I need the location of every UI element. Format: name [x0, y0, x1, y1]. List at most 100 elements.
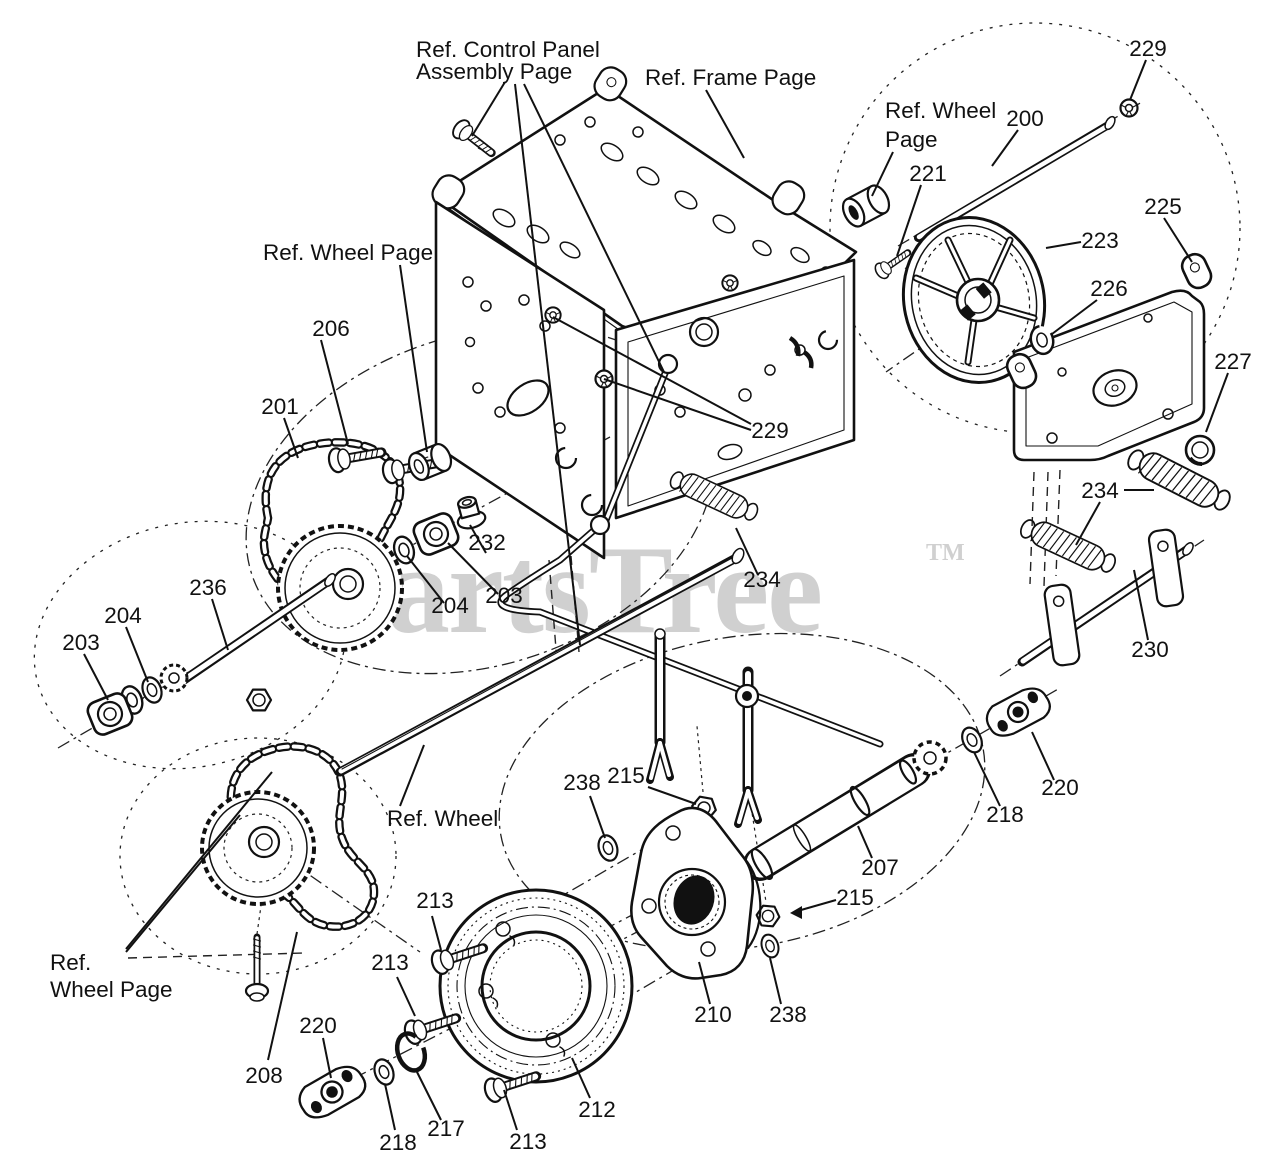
frame-left-holes [462, 276, 604, 517]
leader-line [399, 744, 425, 807]
part-label: 229 [751, 418, 789, 443]
part-label: 213 [416, 888, 454, 913]
part-label: 220 [299, 1013, 337, 1038]
leader-line [267, 931, 298, 1061]
shaft-236 [179, 573, 336, 685]
shaft-200 [914, 115, 1116, 242]
leader-line [1129, 59, 1147, 101]
leader-line [320, 339, 349, 445]
part-label: 217 [427, 1116, 465, 1141]
part-label: 225 [1144, 194, 1182, 219]
leader-line [1051, 299, 1098, 335]
arrowhead-215 [790, 906, 802, 919]
part-label: 203 [485, 583, 523, 608]
hook-tab-left [1005, 352, 1038, 390]
leader-line [1133, 569, 1149, 641]
leader-line [447, 542, 499, 595]
part-label: 238 [563, 770, 601, 795]
bracket-225 [1005, 252, 1213, 462]
leader-line [1205, 372, 1229, 433]
part-label: 213 [509, 1129, 547, 1154]
flange-nut-227 [1184, 434, 1216, 466]
part-label: Assembly Page [416, 59, 572, 84]
leader-line [471, 81, 506, 137]
leader-line [503, 1089, 518, 1131]
part-label: 208 [245, 1063, 283, 1088]
part-label: 234 [743, 567, 781, 592]
part-label: 204 [104, 603, 142, 628]
bushing-top-right [841, 184, 891, 228]
leader-lines [83, 59, 1229, 1131]
leader-line [705, 89, 745, 159]
part-label: 218 [379, 1130, 417, 1155]
small-sprocket [159, 663, 189, 693]
leader-line [125, 814, 241, 953]
leader-line [793, 899, 837, 913]
leader-line [431, 915, 442, 951]
part-label: 223 [1081, 228, 1119, 253]
leader-line [871, 151, 894, 197]
leader-line [589, 795, 606, 839]
leader-line [857, 825, 873, 859]
part-label: 213 [371, 950, 409, 975]
leader-line [469, 524, 487, 554]
leader-line [552, 316, 752, 425]
washer-226 [1029, 324, 1055, 356]
hook-tab-right [1180, 252, 1213, 290]
part-label: Page [885, 127, 938, 152]
leader-line [514, 83, 581, 646]
watermark-tm: TM [926, 540, 965, 566]
bushing-ref-wheel [407, 442, 453, 482]
part-label: Ref. Wheel [885, 98, 996, 123]
leader-line [1045, 241, 1082, 249]
bearing-housing-210 [629, 806, 762, 980]
retaining-ring-217 [394, 1031, 428, 1073]
part-label: 210 [694, 1002, 732, 1027]
leader-line [399, 264, 428, 453]
leader-line [83, 653, 109, 701]
frame-right-panel [614, 258, 856, 520]
leader-line [415, 1069, 442, 1121]
shift-fork [646, 628, 762, 828]
leader-line [647, 786, 697, 805]
push-nut-229-c [721, 274, 739, 292]
part-label: Ref. Control Panel [416, 37, 600, 62]
frame-left-panel [434, 200, 606, 560]
part-label: 234 [1081, 478, 1119, 503]
push-nut-229-top-right [1119, 98, 1139, 118]
leader-line [211, 598, 229, 651]
sprocket-236 [276, 524, 404, 652]
part-label: 207 [861, 855, 899, 880]
leader-line [322, 1037, 332, 1079]
part-label: Ref. Wheel Page [263, 240, 433, 265]
part-label: 238 [769, 1002, 807, 1027]
leader-line [1163, 217, 1193, 263]
part-label: 229 [1129, 36, 1167, 61]
part-label: 215 [836, 885, 874, 910]
leader-line [125, 626, 149, 683]
leader-line [698, 961, 711, 1005]
carriage-bolt-208 [244, 933, 270, 1002]
part-label: 226 [1090, 276, 1128, 301]
leader-line [523, 83, 665, 373]
leader-line [896, 184, 922, 257]
leader-line [1031, 731, 1055, 781]
part-label: Ref. Wheel [387, 806, 498, 831]
leader-line [973, 751, 1001, 807]
leader-line [769, 957, 782, 1005]
part-label: Ref. Frame Page [645, 65, 816, 90]
leader-line [283, 417, 299, 459]
part-label: 232 [468, 530, 506, 555]
pulley-wheel-223 [901, 216, 1047, 384]
leader-line [735, 527, 759, 576]
leader-line [603, 378, 752, 431]
frame-right-holes [654, 316, 839, 461]
frame-top-holes [492, 116, 832, 278]
frame-ear-tabs [431, 66, 806, 216]
control-rod [497, 353, 884, 748]
leader-line [406, 555, 445, 604]
leader-line [1075, 501, 1101, 546]
part-label: 221 [909, 161, 947, 186]
part-label: 203 [62, 630, 100, 655]
